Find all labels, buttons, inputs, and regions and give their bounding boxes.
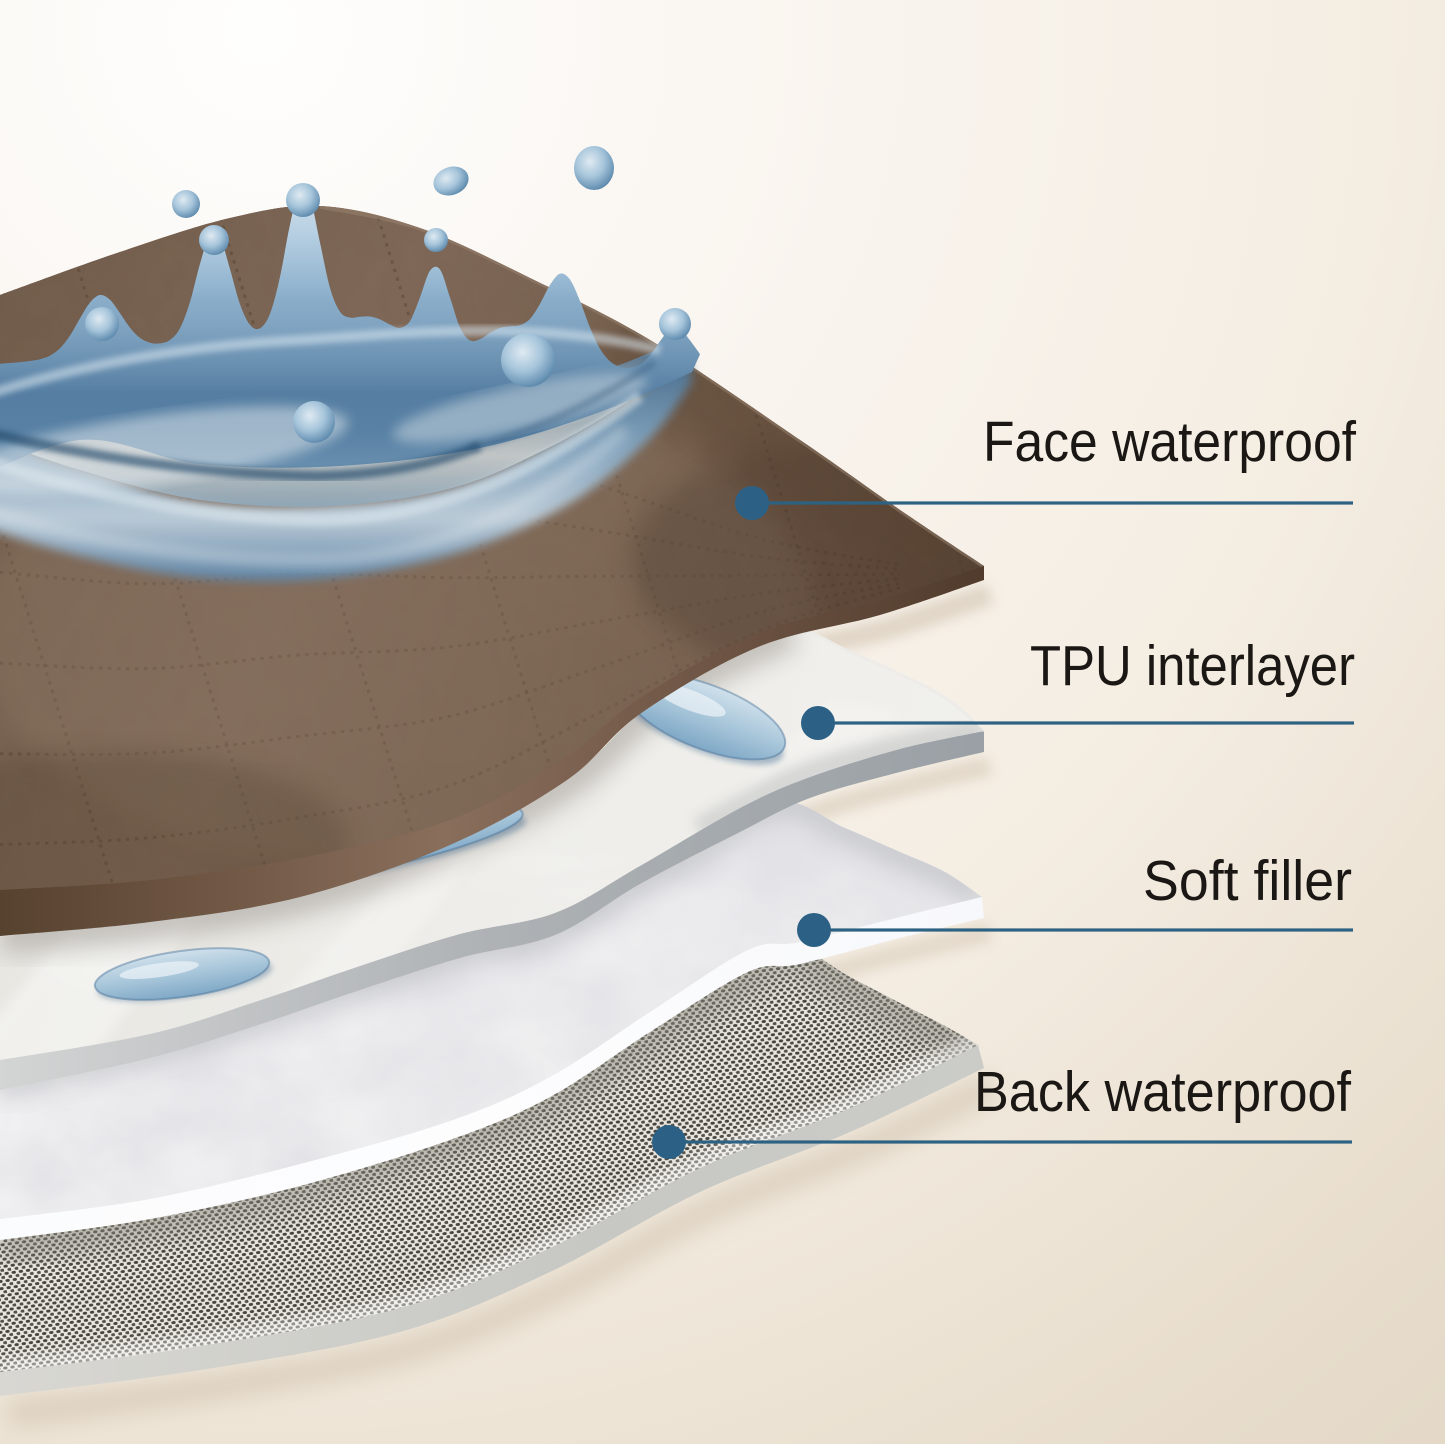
svg-text:Back waterproof: Back waterproof (974, 1060, 1351, 1124)
svg-text:Face waterproof: Face waterproof (983, 410, 1356, 474)
svg-text:Soft filler: Soft filler (1143, 849, 1352, 913)
svg-text:TPU interlayer: TPU interlayer (1030, 634, 1355, 698)
